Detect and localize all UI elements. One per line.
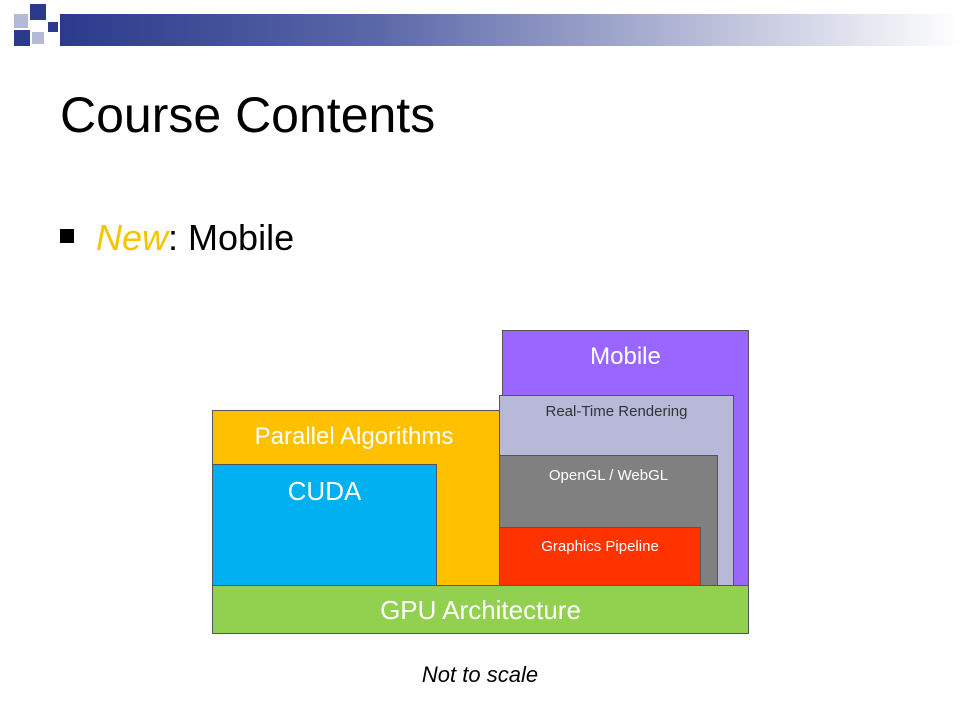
logo-square — [32, 32, 44, 44]
slide-title: Course Contents — [60, 87, 436, 143]
cuda-label: CUDA — [287, 476, 362, 506]
logo-square — [30, 4, 46, 20]
bullet-item: New: Mobile — [60, 216, 294, 259]
parallel-algorithms-label: Parallel Algorithms — [254, 423, 454, 450]
square-bullet-icon — [60, 229, 74, 244]
logo-square — [14, 14, 28, 28]
mobile-label: Mobile — [590, 343, 661, 370]
opengl-webgl-label: OpenGL / WebGL — [548, 467, 669, 484]
cuda-box: CUDA — [212, 464, 437, 586]
logo-square — [14, 30, 30, 46]
graphics-pipeline-label: Graphics Pipeline — [541, 538, 659, 555]
graphics-pipeline-box: Graphics Pipeline — [499, 527, 701, 586]
footnote: Not to scale — [421, 662, 539, 687]
logo-square — [48, 22, 58, 32]
gpu-architecture-box: GPU Architecture — [212, 585, 749, 634]
bullet-text: : Mobile — [168, 217, 295, 258]
gpu-architecture-label: GPU Architecture — [380, 595, 581, 625]
real-time-rendering-label: Real-Time Rendering — [545, 403, 688, 420]
header-banner — [60, 14, 960, 46]
bullet-highlight: New — [96, 217, 169, 258]
